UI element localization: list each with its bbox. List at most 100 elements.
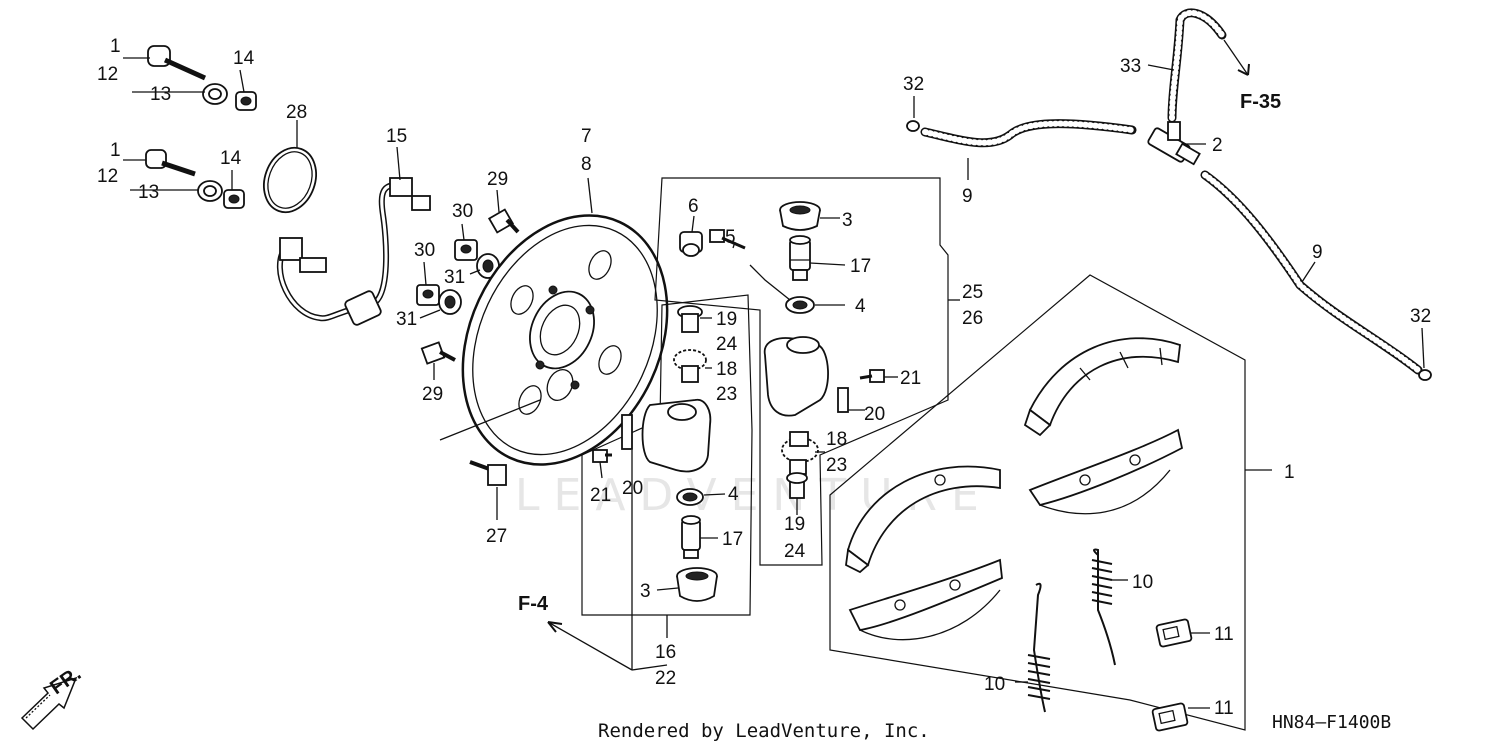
callout-17b: 17 <box>850 256 871 277</box>
nut-30-upper <box>454 239 478 261</box>
callout-13a: 13 <box>150 84 171 105</box>
breather-hose-9-left <box>920 119 1137 148</box>
callout-30a: 30 <box>452 201 473 222</box>
ref-f4: F-4 <box>518 593 549 615</box>
callout-11b: 11 <box>1214 698 1234 719</box>
callout-18b: 18 <box>826 429 847 450</box>
retainer-clip-11-upper <box>1155 618 1193 648</box>
callout-15: 15 <box>386 126 407 147</box>
shoe-set-box <box>829 274 1246 731</box>
callout-8: 8 <box>581 154 592 175</box>
callout-19b: 19 <box>784 514 805 535</box>
brake-shoe-lower-a <box>845 465 1001 574</box>
brake-panel <box>461 214 669 466</box>
brake-shoe-upper-a <box>1023 337 1181 437</box>
bleeder-6 <box>679 231 703 257</box>
callout-24b: 24 <box>784 541 806 562</box>
callout-2: 2 <box>1212 135 1223 156</box>
callout-12b: 12 <box>97 166 118 187</box>
drawing-code: HN84—F1400B <box>1272 712 1391 733</box>
callout-1b: 1 <box>110 140 121 161</box>
bolt-29-lower <box>420 341 456 365</box>
piston-17-lower <box>681 515 701 559</box>
callout-16: 16 <box>655 642 676 663</box>
screw-21-upper <box>859 369 885 383</box>
callout-11a: 11 <box>1214 624 1234 645</box>
callout-25: 25 <box>962 282 983 303</box>
callout-3b: 3 <box>842 210 853 231</box>
wheel-cylinder-upper <box>749 264 849 417</box>
callout-30b: 30 <box>414 240 435 261</box>
washer-31-upper <box>476 253 500 279</box>
callout-27: 27 <box>486 526 507 547</box>
brake-pipe <box>277 177 431 326</box>
callout-23b: 23 <box>826 455 847 476</box>
bleeder-screw-lower <box>145 149 245 209</box>
callout-6: 6 <box>688 196 699 217</box>
breather-hose-33 <box>1167 8 1227 123</box>
front-direction-arrow: FR. <box>20 663 85 731</box>
callout-18a: 18 <box>716 359 737 380</box>
callout-7: 7 <box>581 126 592 147</box>
callout-33: 33 <box>1120 56 1141 77</box>
callout-1a: 1 <box>110 36 121 57</box>
callout-14b: 14 <box>220 148 242 169</box>
retainer-clip-11-lower <box>1151 702 1189 732</box>
callout-10a: 10 <box>1132 572 1153 593</box>
callout-21b: 21 <box>900 368 921 389</box>
adjuster-bolt-19-lower <box>677 305 703 333</box>
bolt-29-upper <box>487 208 520 234</box>
callout-13b: 13 <box>138 182 159 203</box>
three-way-joint-2 <box>1147 121 1201 166</box>
callout-14a: 14 <box>233 48 255 69</box>
brake-shoe-upper-b <box>1028 428 1184 515</box>
callout-12a: 12 <box>97 64 118 85</box>
callout-32b: 32 <box>1410 306 1431 327</box>
bolt-27 <box>469 460 507 486</box>
bleeder-screw-upper <box>147 45 257 111</box>
callout-31a: 31 <box>444 267 465 288</box>
ref-f35: F-35 <box>1240 91 1281 113</box>
callout-22: 22 <box>655 668 676 689</box>
washer-31-lower <box>438 289 462 315</box>
cup-3-lower <box>676 567 718 602</box>
callout-4a: 4 <box>728 484 739 505</box>
callout-29b: 29 <box>422 384 443 405</box>
wheel-cylinder-lower <box>621 398 712 473</box>
screw-21-lower <box>592 449 612 463</box>
callout-17a: 17 <box>722 529 743 550</box>
callout-29a: 29 <box>487 169 508 190</box>
callout-9a: 9 <box>962 186 973 207</box>
callout-31b: 31 <box>396 309 417 330</box>
callout-28: 28 <box>286 102 307 123</box>
seal-4-lower <box>676 488 704 506</box>
spring-10-right <box>1091 548 1116 666</box>
callout-24a: 24 <box>716 334 738 355</box>
adjuster-bolt-19-upper <box>786 472 808 499</box>
callout-10b: 10 <box>984 674 1005 695</box>
callout-5: 5 <box>725 227 736 248</box>
piston-17-upper <box>789 235 811 281</box>
callout-26: 26 <box>962 308 983 329</box>
callout-20b: 20 <box>864 404 885 425</box>
adjuster-18-upper <box>781 431 819 475</box>
callout-20a: 20 <box>622 478 643 499</box>
breather-hose-9-right <box>1200 170 1423 375</box>
callout-21a: 21 <box>590 485 611 506</box>
credit-text: Rendered by LeadVenture, Inc. <box>598 720 930 742</box>
callout-4b: 4 <box>855 296 866 317</box>
clip-32-right <box>1418 369 1432 381</box>
callout-32a: 32 <box>903 74 924 95</box>
assembly-box-25-26 <box>654 177 949 566</box>
nut-30-lower <box>416 284 440 306</box>
callout-19a: 19 <box>716 309 737 330</box>
screw-5 <box>709 229 746 250</box>
clip-32-left <box>906 120 920 132</box>
callout-23a: 23 <box>716 384 737 405</box>
cup-3-upper <box>779 201 821 231</box>
seal-4-upper <box>785 296 815 314</box>
callout-1c: 1 <box>1284 462 1295 483</box>
callout-9b: 9 <box>1312 242 1323 263</box>
